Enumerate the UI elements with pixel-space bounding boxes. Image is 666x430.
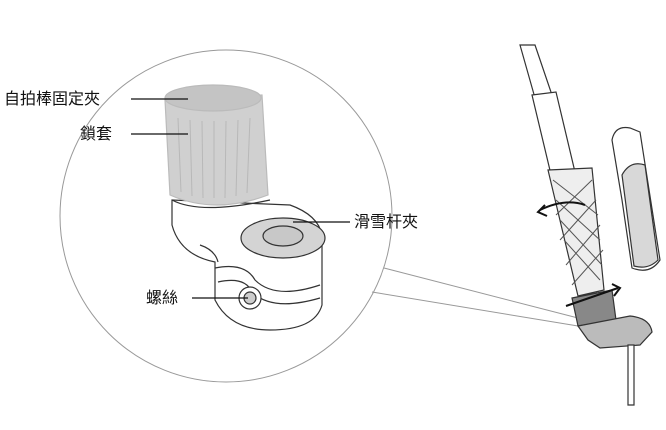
zoom-lead-line-top: [383, 267, 579, 319]
label-screw: 螺絲: [146, 288, 179, 307]
ski-pole: [519, 44, 661, 406]
label-lock-sleeve: 鎖套: [80, 124, 113, 143]
mount-detail: [164, 84, 326, 331]
detail-magnifier-circle: [59, 49, 393, 383]
label-selfie-stick-clamp: 自拍棒固定夾: [4, 89, 101, 108]
zoom-lead-line-bottom: [371, 291, 579, 327]
label-ski-pole-clamp: 滑雪杆夾: [354, 212, 419, 231]
